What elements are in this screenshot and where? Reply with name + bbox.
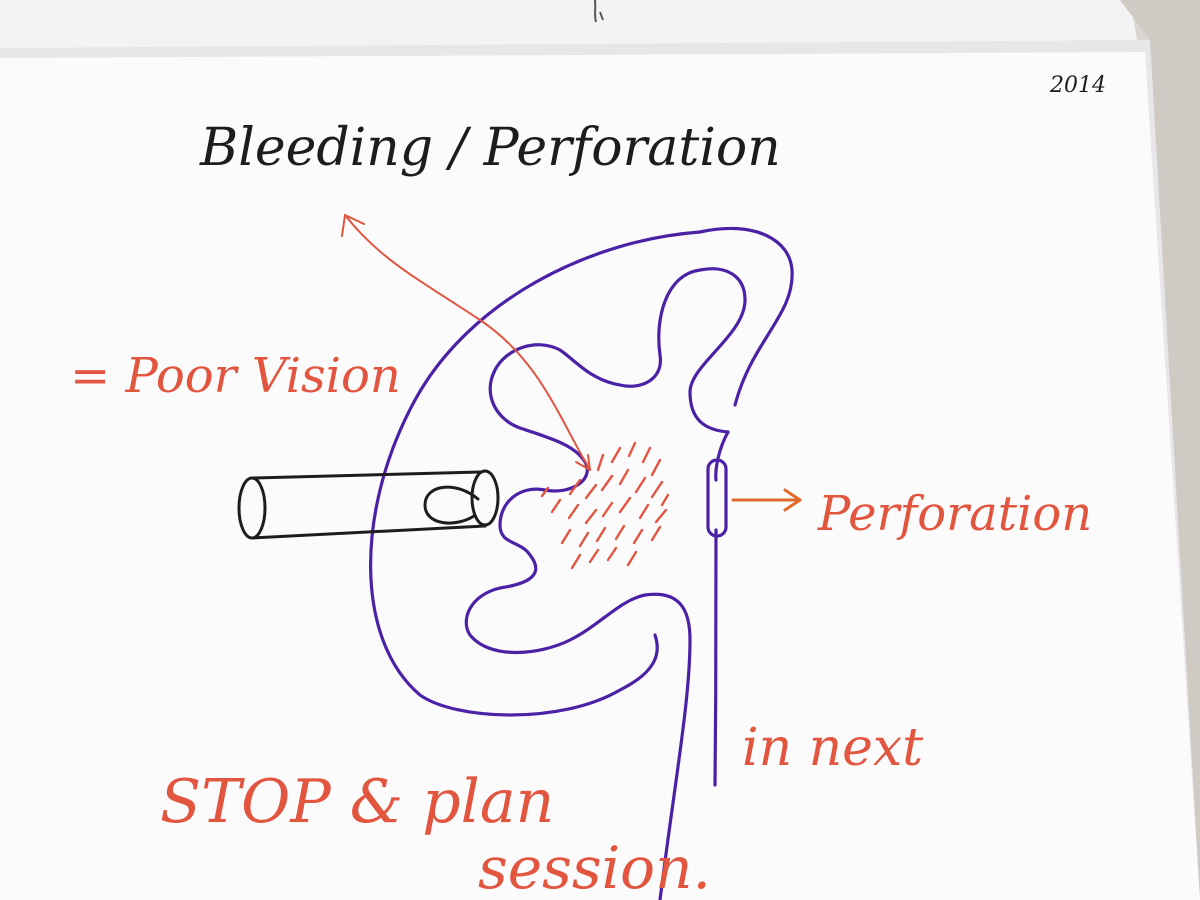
footer-in-next: in next [742, 718, 923, 778]
organ-outline [369, 230, 702, 717]
footer-session: session. [478, 834, 711, 900]
note-year: 2014 [1049, 73, 1106, 98]
note-title: Bleeding / Perforation [199, 118, 781, 178]
front-paper-sheet [0, 52, 1200, 900]
poor-vision-label: = Poor Vision [70, 348, 401, 404]
perforation-capsule [706, 458, 728, 538]
top-edge-marks [594, 0, 604, 23]
endoscope-cylinder [237, 469, 500, 540]
perforation-label: Perforation [817, 486, 1092, 542]
perforation-arrow [731, 488, 802, 512]
organ-upper-lobe [698, 226, 794, 407]
footer-stop-plan: STOP & plan [160, 767, 554, 837]
bleeding-marks [540, 441, 670, 570]
poor-vision-arrow [341, 214, 591, 471]
